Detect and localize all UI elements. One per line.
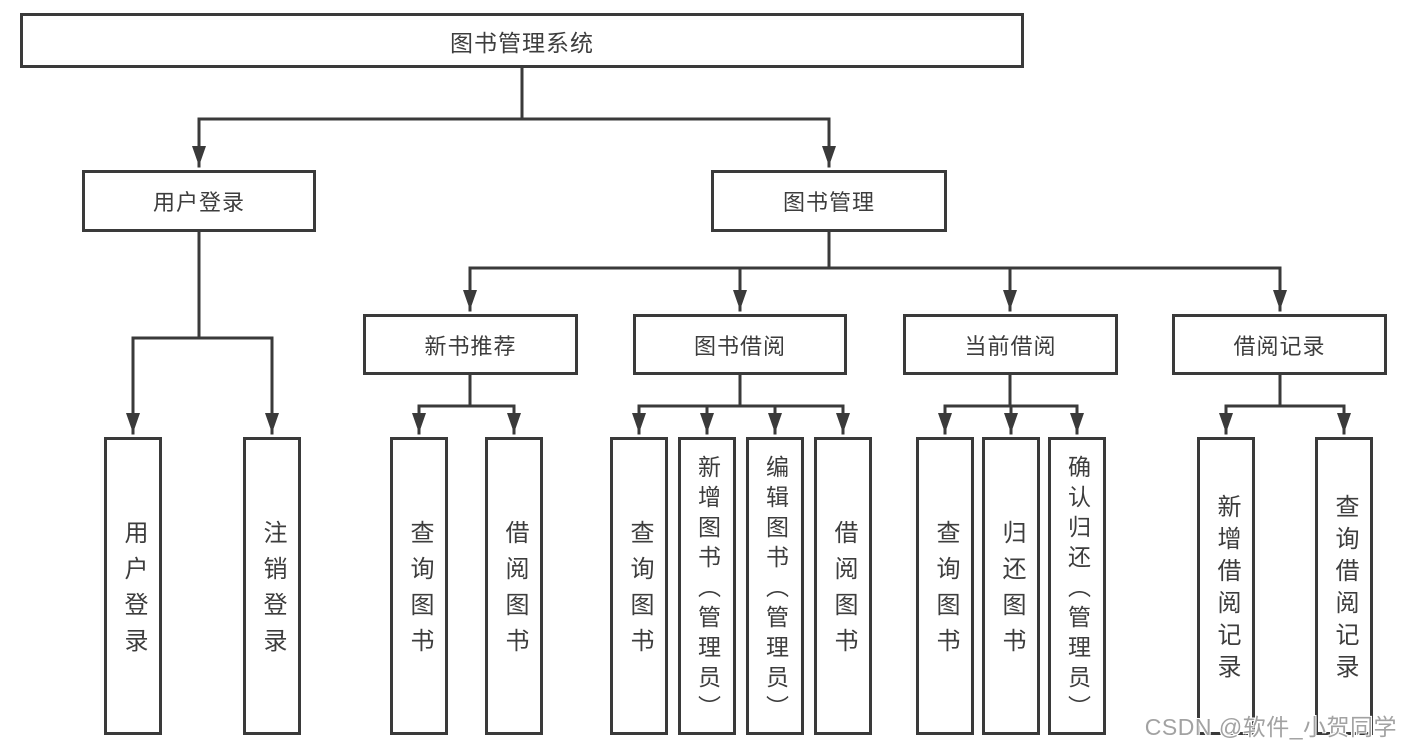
node-label: 新增图书（管理员） [694,454,721,725]
node-label: 借阅图书 [501,520,528,664]
leaf-record-query-borrow-record: 查询借阅记录 [1315,437,1373,735]
node-root-system: 图书管理系统 [20,13,1024,68]
leaf-borrow-query-books: 查询图书 [610,437,668,735]
leaf-logout: 注销登录 [243,437,301,735]
node-label: 用户登录 [152,190,245,215]
connector-book-mgmt [463,230,1287,312]
node-label: 新增借阅记录 [1213,494,1240,686]
leaf-borrow-add-books-admin: 新增图书（管理员） [678,437,736,735]
node-label: 新书推荐 [424,333,517,359]
node-label: 查询图书 [406,520,433,664]
leaf-current-confirm-return-admin: 确认归还（管理员） [1048,437,1106,735]
leaf-record-add-borrow-record: 新增借阅记录 [1197,437,1255,735]
connector-user-login [126,230,279,435]
node-label: 编辑图书（管理员） [762,454,789,725]
node-label: 确认归还（管理员） [1064,454,1091,725]
leaf-newbook-borrow-books: 借阅图书 [485,437,543,735]
node-label: 图书管理系统 [450,29,594,56]
node-label: 图书借阅 [693,333,786,359]
node-label: 归还图书 [998,520,1025,664]
leaf-user-login: 用户登录 [104,437,162,735]
leaf-current-query-books: 查询图书 [916,437,974,735]
connector-borrow-record [1219,373,1351,435]
connector-current-borrow [938,373,1084,435]
node-book-mgmt-branch: 图书管理 [711,170,947,232]
leaf-borrow-borrow-books: 借阅图书 [814,437,872,735]
leaf-current-return-books: 归还图书 [982,437,1040,735]
node-new-book-recommend: 新书推荐 [363,314,578,375]
node-borrow-record: 借阅记录 [1172,314,1387,375]
leaf-newbook-query-books: 查询图书 [390,437,448,735]
node-label: 借阅记录 [1233,333,1326,359]
node-current-borrow: 当前借阅 [903,314,1118,375]
node-label: 查询图书 [626,520,653,664]
connector-root [192,66,836,168]
connector-new-book [412,373,521,435]
node-label: 图书管理 [782,190,875,215]
node-label: 借阅图书 [830,520,857,664]
node-label: 用户登录 [120,520,147,664]
node-book-borrow: 图书借阅 [633,314,847,375]
node-label: 查询图书 [932,520,959,664]
node-label: 注销登录 [259,520,286,664]
node-label: 当前借阅 [964,333,1057,359]
leaf-borrow-edit-books-admin: 编辑图书（管理员） [746,437,804,735]
csdn-watermark: CSDN @软件_小贺同学 [1144,714,1397,740]
connector-book-borrow [632,373,850,435]
node-label: 查询借阅记录 [1331,494,1358,686]
node-user-login-branch: 用户登录 [82,170,316,232]
